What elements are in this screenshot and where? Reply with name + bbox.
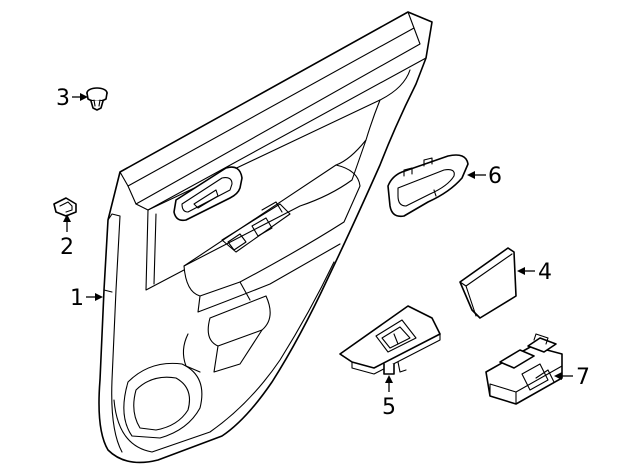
- callout-1: 1: [70, 286, 84, 311]
- push-pin-fastener: [86, 87, 108, 111]
- window-switch: [485, 333, 563, 405]
- callout-leaders: [63, 93, 573, 392]
- callout-2: 2: [60, 235, 74, 260]
- handle-escutcheon: [387, 154, 469, 218]
- clip-part: [53, 197, 77, 217]
- trim-cover: [459, 247, 517, 319]
- callout-5: 5: [382, 395, 396, 420]
- inside-handle-bezel: [173, 166, 243, 222]
- armrest-switch-area: [221, 201, 291, 253]
- callout-labels: 1 2 3 4 5 6 7: [56, 86, 590, 420]
- door-trim-panel: [98, 11, 433, 464]
- callout-3: 3: [56, 86, 70, 111]
- callout-6: 6: [488, 164, 502, 189]
- callout-7: 7: [576, 365, 590, 390]
- callout-4: 4: [538, 260, 552, 285]
- switch-bezel: [339, 305, 441, 375]
